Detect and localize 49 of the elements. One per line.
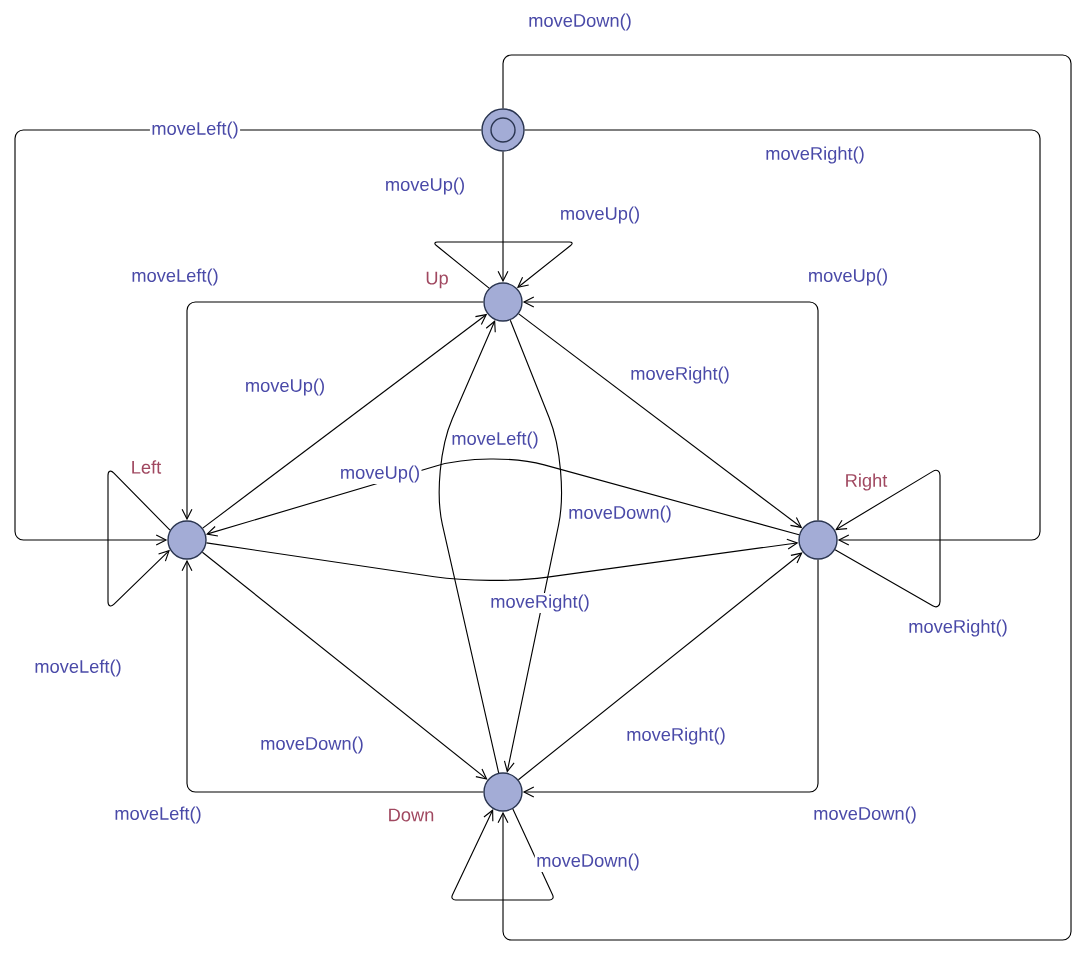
arrow (107, 470, 171, 607)
edge-label: moveDown() (526, 12, 634, 32)
arrow (438, 320, 500, 774)
state-name: Right (846, 473, 888, 491)
state-circle (483, 772, 523, 812)
arrow (517, 552, 803, 781)
arrow (522, 559, 819, 798)
edge-label: moveRight() (763, 145, 867, 165)
edge-label: moveUp() (383, 176, 467, 196)
arrow (14, 129, 482, 546)
state-name: Left (132, 460, 162, 474)
arrow (201, 551, 488, 780)
arrow (181, 559, 484, 793)
state-circle (483, 282, 523, 322)
edge-label: moveUp() (806, 267, 890, 287)
edge-label: moveRight() (488, 593, 592, 613)
edge-label: moveRight() (624, 726, 728, 746)
arrow (202, 313, 488, 529)
arrow (518, 313, 803, 529)
arrow (181, 301, 484, 521)
edge-label: moveDown() (534, 852, 642, 872)
edge-label: moveUp() (243, 377, 327, 397)
arrow (524, 129, 1041, 546)
edge-label: moveLeft() (32, 658, 124, 678)
arrow (497, 54, 1072, 941)
arrow (497, 151, 509, 283)
state-circle (167, 520, 207, 560)
arrow (451, 808, 554, 901)
edge-label: moveLeft() (112, 805, 204, 825)
state-circle (481, 108, 525, 152)
edge-label: moveUp() (558, 205, 642, 225)
edge-label: moveDown() (566, 504, 674, 524)
edge-label: moveRight() (906, 618, 1010, 638)
edge-label: moveUp() (338, 464, 422, 484)
arrow (205, 538, 799, 581)
edge-label: moveRight() (628, 365, 732, 385)
edge-label: moveDown() (811, 805, 919, 825)
arrow (834, 469, 941, 608)
edge-label: moveLeft() (449, 430, 541, 450)
state-name: Down (389, 808, 434, 822)
arrow (503, 319, 563, 773)
arrow (522, 296, 819, 521)
arrow (434, 241, 573, 289)
edge-label: moveLeft() (149, 120, 241, 140)
arrow (205, 458, 800, 537)
state-name: Up (426, 271, 448, 289)
edge-label: moveLeft() (129, 267, 221, 287)
state-circle (798, 520, 838, 560)
edge-label: moveDown() (258, 735, 366, 755)
